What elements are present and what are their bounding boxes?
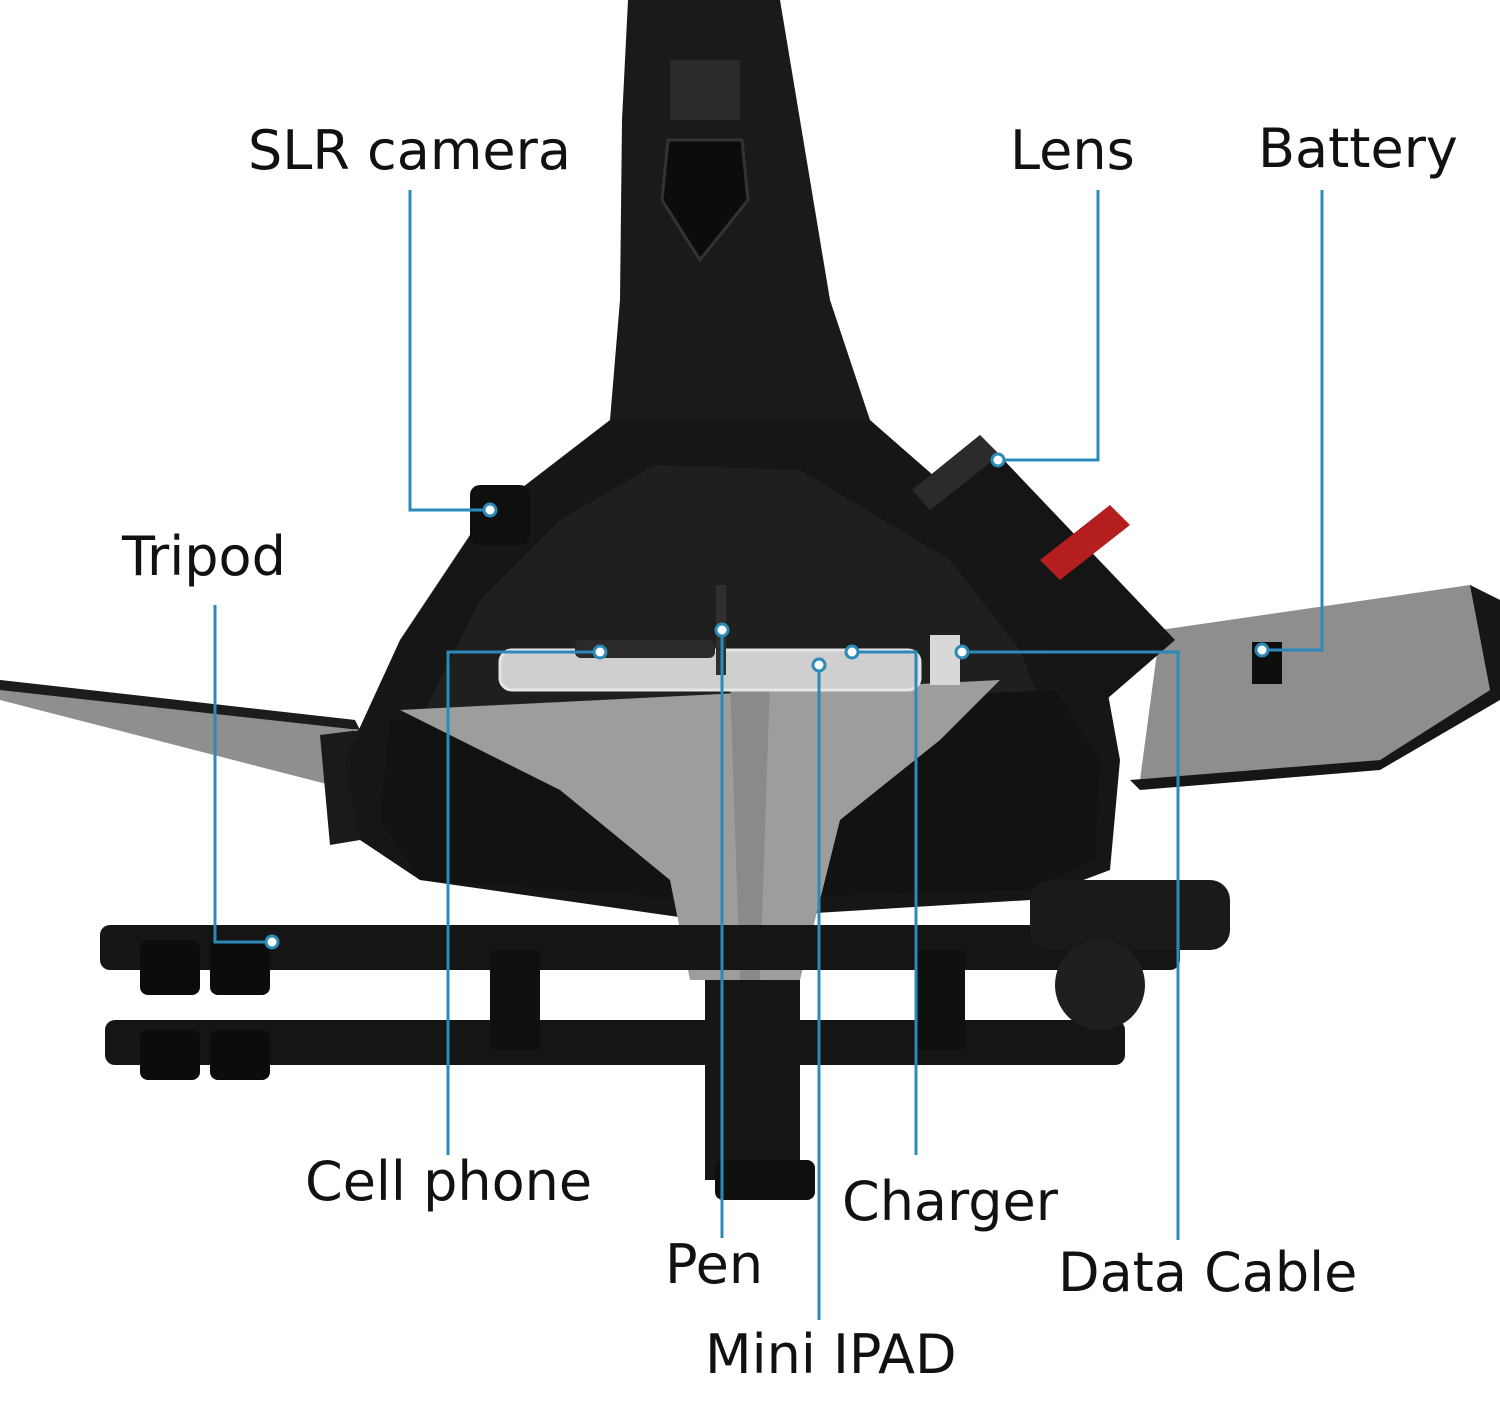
label-charger: Charger <box>842 1170 1058 1233</box>
label-slr-camera: SLR camera <box>248 119 571 182</box>
charger <box>930 635 960 685</box>
bottom-buckle <box>715 1160 815 1200</box>
leader-tripod <box>213 605 272 944</box>
leader-data-cable <box>962 650 1180 1240</box>
strap-buckle <box>660 138 750 263</box>
lens <box>912 435 1175 705</box>
right-flap <box>1140 585 1500 780</box>
tripod <box>100 880 1230 1080</box>
cell-phone <box>575 640 715 658</box>
camera-strap-clip <box>470 485 530 545</box>
label-pen: Pen <box>665 1233 764 1296</box>
left-flap <box>0 680 355 790</box>
strap-webbing <box>670 60 740 120</box>
leader-slr-camera <box>408 190 490 512</box>
leader-cell-phone <box>446 650 600 1155</box>
label-data-cable: Data Cable <box>1058 1241 1358 1304</box>
label-battery: Battery <box>1258 117 1458 180</box>
label-cell-phone: Cell phone <box>305 1150 593 1213</box>
bottom-strap <box>705 980 800 1180</box>
pocket-lining <box>400 680 1000 980</box>
label-tripod: Tripod <box>122 525 286 588</box>
label-lens: Lens <box>1010 119 1135 182</box>
leader-lens <box>998 190 1100 462</box>
leader-charger <box>852 650 918 1155</box>
leader-battery <box>1262 190 1324 652</box>
leader-lines <box>213 190 1324 1320</box>
label-mini-ipad: Mini IPAD <box>705 1323 957 1386</box>
callout-dots <box>264 452 1270 950</box>
